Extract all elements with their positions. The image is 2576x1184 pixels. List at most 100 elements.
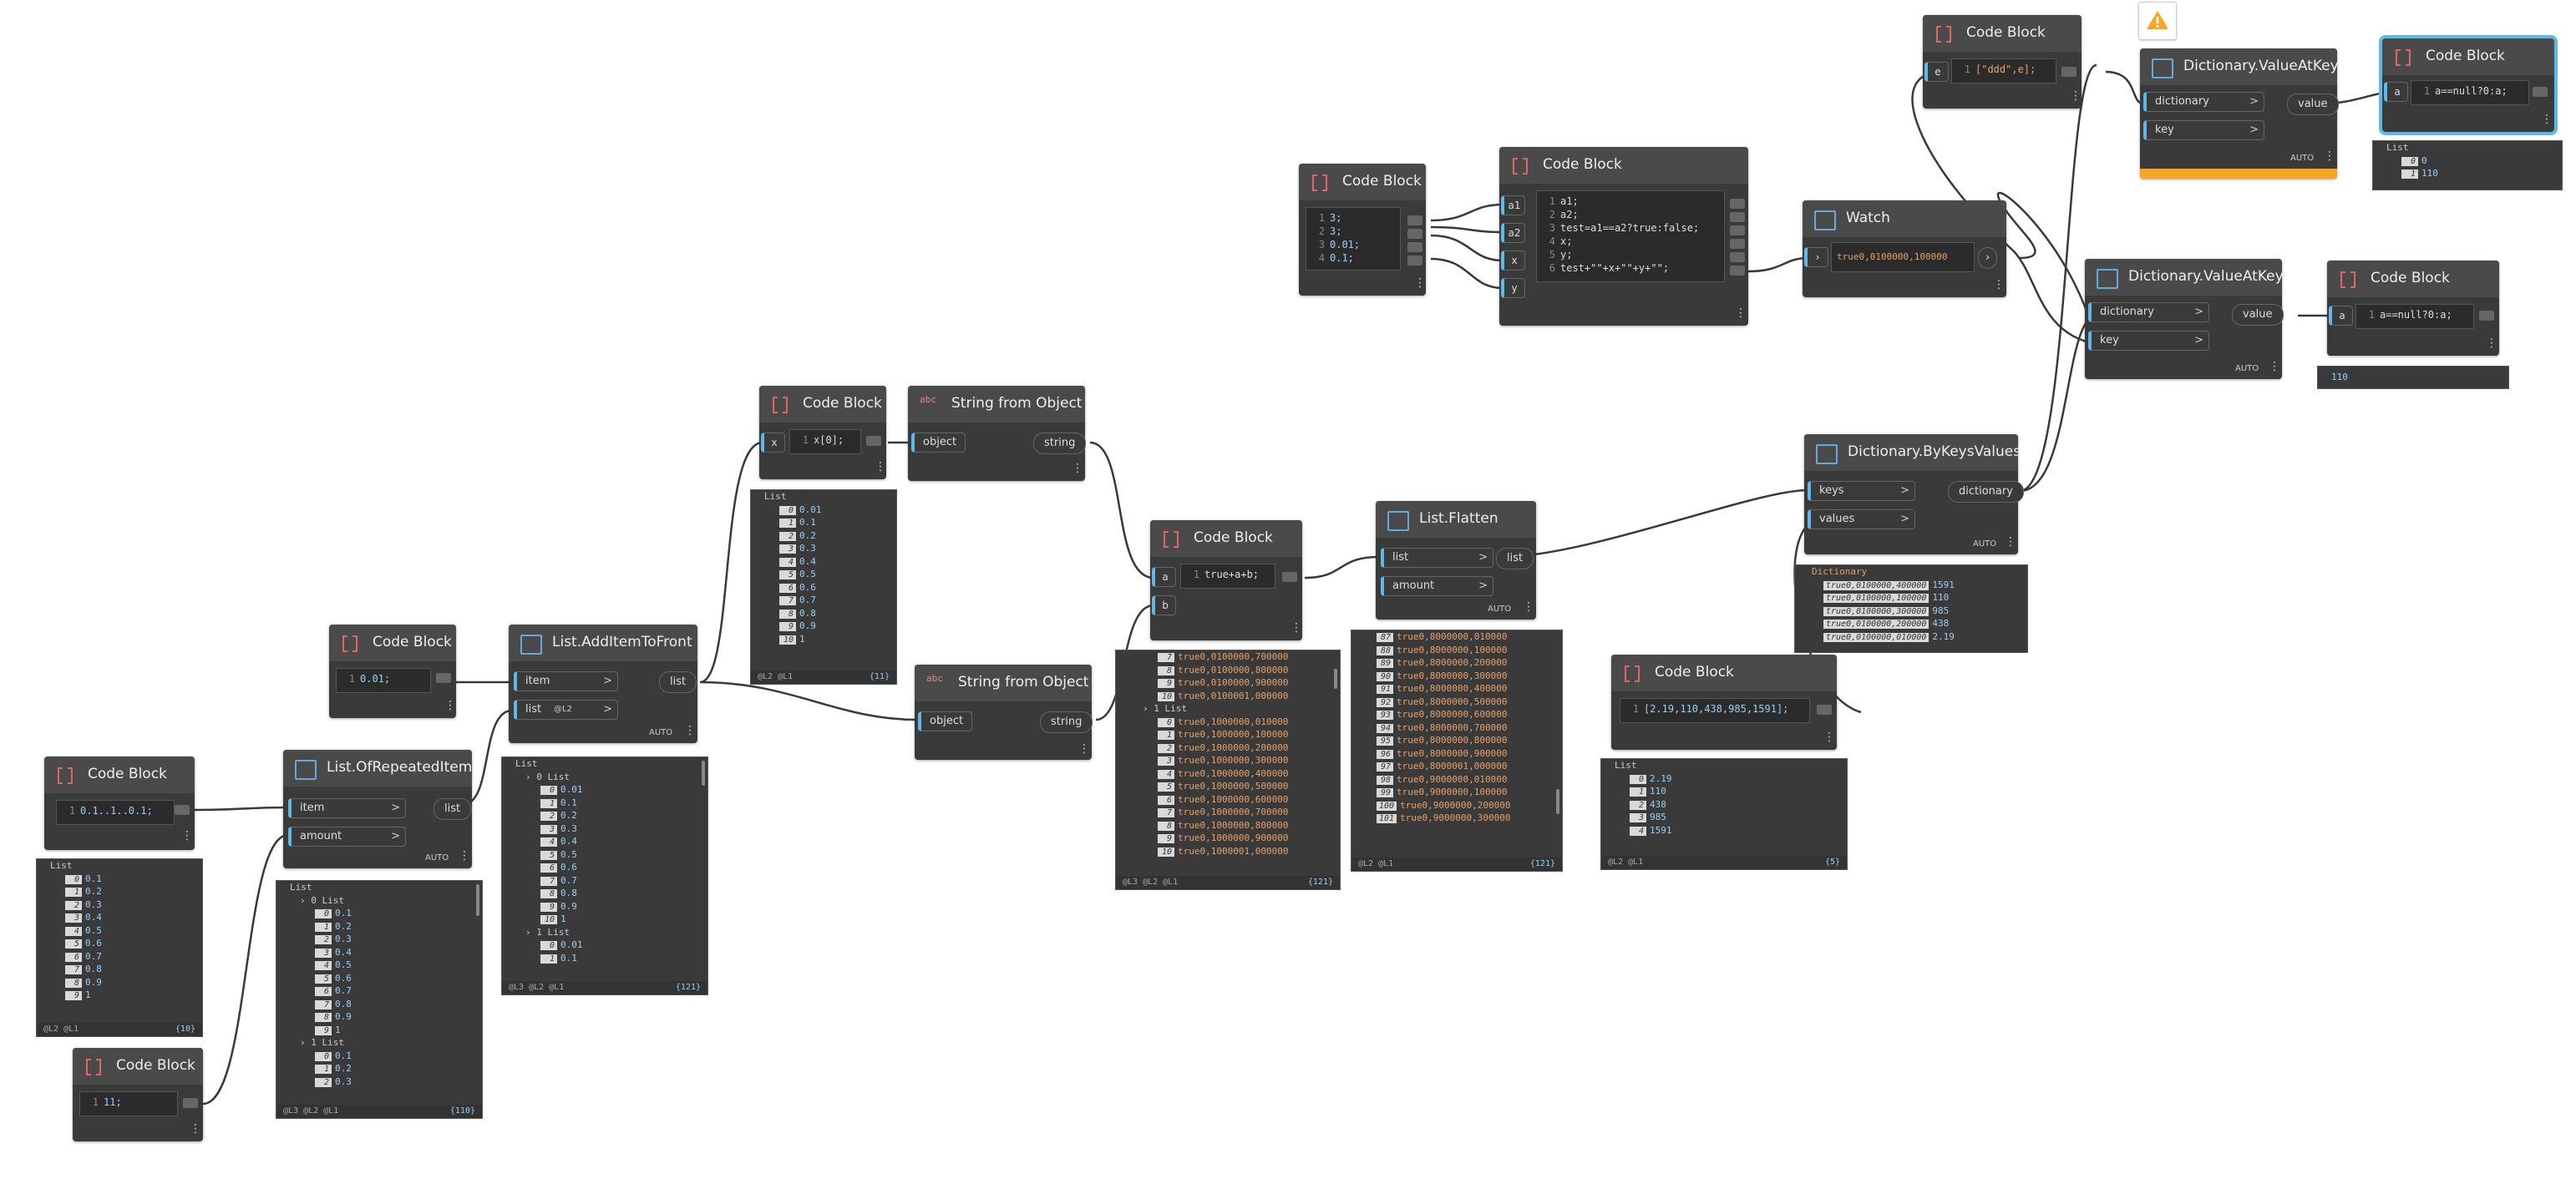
input-port-x[interactable]: x [761, 433, 785, 453]
node-menu-icon[interactable]: ⋮ [1735, 306, 1747, 320]
input-port-e[interactable]: e [1924, 62, 1949, 82]
output-port-value[interactable]: value [2232, 304, 2284, 326]
input-port-a[interactable]: a [1152, 567, 1176, 587]
input-port-amount[interactable]: amount> [288, 827, 406, 847]
node-menu-icon[interactable]: ⋮ [1414, 276, 1426, 290]
output-port[interactable] [1282, 572, 1297, 582]
output-port[interactable] [1730, 225, 1745, 235]
input-port-object[interactable]: object [911, 433, 966, 453]
output-port-list[interactable]: list [659, 671, 697, 693]
output-port[interactable] [1817, 705, 1832, 715]
output-port[interactable] [175, 805, 190, 815]
input-port-amount[interactable]: amount> [1381, 576, 1493, 596]
output-port-string[interactable]: string [1040, 711, 1093, 733]
output-port[interactable] [1730, 252, 1745, 262]
node-menu-icon[interactable]: ⋮ [2541, 113, 2553, 126]
output-port[interactable] [1407, 229, 1422, 239]
list-flatten-node[interactable]: List.Flatten list> amount> list AUTO ⋮ [1376, 501, 1536, 620]
dictionary-value-at-key-node-2[interactable]: Dictionary.ValueAtKey dictionary> key> v… [2085, 259, 2284, 379]
code-block-dict-input-node[interactable]: Code Block e 1["ddd",e]; ⋮ [1923, 15, 2082, 109]
node-menu-icon[interactable]: ⋮ [2005, 535, 2016, 549]
watch-node[interactable]: Watch › true0,0100000,100000 › ⋮ [1803, 200, 2006, 297]
input-port-keys[interactable]: keys> [1808, 481, 1915, 501]
input-port-item[interactable]: item> [288, 798, 406, 818]
output-port[interactable] [866, 436, 881, 446]
input-port-a[interactable]: a [2384, 82, 2408, 102]
node-menu-icon[interactable]: ⋮ [1291, 621, 1302, 635]
output-port-list[interactable]: list [1496, 548, 1534, 569]
node-menu-icon[interactable]: ⋮ [2070, 89, 2082, 103]
input-port-list[interactable]: list@L2> [514, 700, 618, 720]
node-menu-icon[interactable]: ⋮ [1078, 742, 1090, 756]
input-port-list[interactable]: list> [1381, 548, 1493, 568]
output-port-value[interactable]: value [2287, 94, 2339, 115]
node-menu-icon[interactable]: ⋮ [444, 699, 456, 712]
output-port-dictionary[interactable]: dictionary [1948, 481, 2024, 503]
code-editor[interactable]: 1[2.19,110,438,985,1591]; [1620, 698, 1810, 723]
output-port[interactable] [1730, 266, 1745, 276]
output-port[interactable] [2061, 67, 2077, 77]
input-port-dictionary[interactable]: dictionary> [2143, 92, 2264, 112]
node-menu-icon[interactable]: ⋮ [190, 1122, 201, 1136]
output-port[interactable] [1407, 242, 1422, 252]
node-menu-icon[interactable]: ⋮ [2486, 336, 2497, 350]
code-editor[interactable]: 1["ddd",e]; [1951, 58, 2056, 83]
node-menu-icon[interactable]: ⋮ [459, 849, 470, 863]
output-port[interactable] [1730, 212, 1745, 222]
output-port[interactable] [436, 673, 451, 683]
dictionary-value-at-key-node-1[interactable]: Dictionary.ValueAtKey dictionary> key> v… [2140, 48, 2339, 179]
output-port[interactable] [2533, 87, 2548, 97]
node-menu-icon[interactable]: ⋮ [875, 460, 886, 473]
output-port[interactable] [2479, 311, 2494, 321]
list-of-repeated-item-node[interactable]: List.OfRepeatedItem item> amount> list A… [283, 750, 472, 868]
node-menu-icon[interactable]: ⋮ [2269, 360, 2280, 373]
output-port[interactable] [1730, 239, 1745, 249]
input-port-y[interactable]: y [1501, 278, 1525, 298]
output-port[interactable]: › [1978, 247, 1998, 269]
input-port-a1[interactable]: a1 [1501, 195, 1525, 215]
node-menu-icon[interactable]: ⋮ [181, 829, 193, 842]
input-port-dictionary[interactable]: dictionary> [2088, 302, 2209, 322]
output-port-string[interactable]: string [1033, 433, 1087, 454]
output-port[interactable] [183, 1098, 198, 1108]
output-port[interactable] [1407, 215, 1422, 225]
node-menu-icon[interactable]: ⋮ [684, 724, 696, 737]
input-port-a[interactable]: a [2329, 306, 2353, 326]
node-menu-icon[interactable]: ⋮ [1523, 600, 1534, 614]
output-port-list[interactable]: list [434, 798, 472, 820]
input-port-item[interactable]: item> [514, 671, 618, 691]
input-port-values[interactable]: values> [1808, 509, 1915, 529]
input-port-object[interactable]: object [918, 711, 972, 731]
input-port-key[interactable]: key> [2143, 120, 2264, 140]
input-port-b[interactable]: b [1152, 595, 1176, 615]
node-menu-icon[interactable]: ⋮ [2324, 149, 2335, 163]
node-menu-icon[interactable]: ⋮ [1072, 462, 1083, 475]
dictionary-by-keys-values-node[interactable]: Dictionary.ByKeysValues keys> values> di… [1804, 434, 2024, 554]
input-port-a2[interactable]: a2 [1501, 223, 1525, 243]
input-port[interactable]: › [1804, 247, 1828, 267]
code-block-list5-node[interactable]: Code Block 1[2.19,110,438,985,1591]; ⋮ [1611, 655, 1837, 750]
node-menu-icon[interactable]: ⋮ [1993, 278, 2005, 291]
warning-icon[interactable] [2138, 2, 2177, 40]
list-add-item-to-front-node[interactable]: List.AddItemToFront item> list@L2> list … [509, 625, 697, 743]
input-port-x[interactable]: x [1501, 250, 1525, 271]
